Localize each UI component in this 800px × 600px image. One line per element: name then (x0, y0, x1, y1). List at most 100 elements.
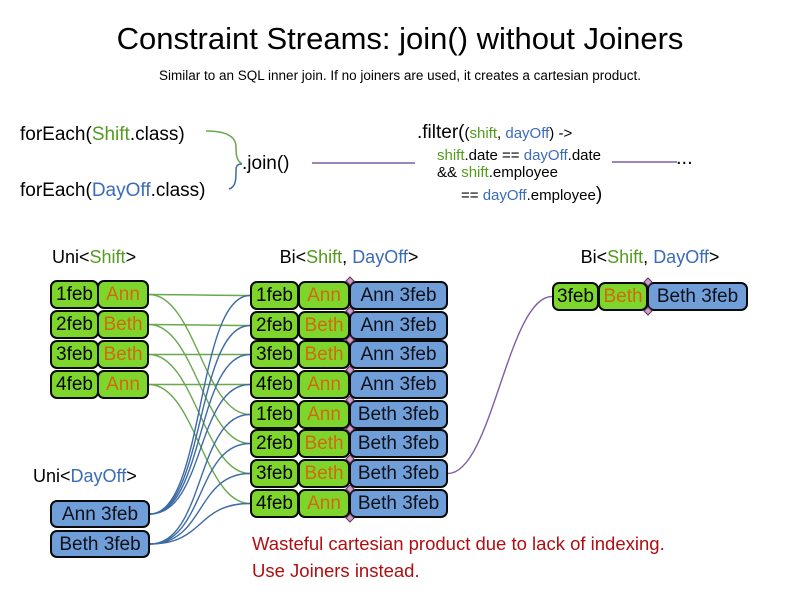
code-filter-line-2: shift.date == dayOff.date (437, 147, 601, 164)
code-segment: .employee (526, 187, 596, 204)
bi-date-cell: 3feb (250, 459, 299, 488)
bi-employee-cell-label: Ann (307, 374, 341, 395)
code-segment: , (342, 247, 353, 267)
bi-date-cell-label: 2feb (256, 433, 293, 454)
bi-dayoff-cell: Beth 3feb (349, 429, 448, 458)
dayoff-to-bi-connector (149, 324, 251, 515)
bi-dayoff-cell: Ann 3feb (349, 311, 448, 340)
code-segment: .date (567, 147, 602, 164)
bi-dayoff-cell: Beth 3feb (349, 400, 448, 429)
result-date-cell-label: 3feb (557, 286, 594, 307)
bi-employee-cell: Ann (298, 489, 350, 518)
uni-dayoff-cell: Ann 3feb (50, 500, 150, 528)
code-segment: && (437, 164, 462, 181)
bi-employee-cell-label: Ann (307, 285, 341, 306)
bi-employee-cell-label: Beth (304, 463, 344, 484)
code-segment: Shift (89, 247, 126, 267)
code-filter-line-4: == dayOff.employee) (461, 184, 602, 206)
dayoff-to-bi-connector (149, 502, 251, 545)
code-foreach-shift: forEach(Shift.class) (20, 124, 185, 146)
code-segment: Bi< (580, 247, 608, 267)
uni-shift-date-cell-label: 4feb (56, 374, 93, 395)
bi-date-cell: 3feb (250, 340, 299, 369)
bi-date-cell-label: 3feb (256, 344, 293, 365)
code-segment: .employee (488, 164, 558, 181)
bi-employee-cell: Ann (298, 370, 350, 399)
bi-dayoff-cell: Ann 3feb (349, 340, 448, 369)
result-bi-header: Bi<Shift, DayOff> (552, 247, 748, 268)
dayoff-to-bi-connector (149, 442, 251, 545)
bi-dayoff-cell-label: Ann 3feb (360, 344, 437, 365)
uni-shift-header: Uni<Shift> (52, 247, 136, 268)
code-segment: > (407, 247, 419, 267)
code-segment: Shift (607, 247, 644, 267)
code-segment: DayOff (70, 466, 127, 486)
bi-dayoff-cell: Beth 3feb (349, 489, 448, 518)
uni-shift-date-cell-label: 1feb (56, 284, 93, 305)
uni-shift-employee-cell: Ann (97, 280, 149, 309)
dayoff-to-bi-connector (149, 294, 251, 515)
uni-shift-date-cell: 1feb (50, 280, 99, 309)
uni-shift-employee-cell-label: Ann (106, 374, 140, 395)
page-subtitle: Similar to an SQL inner join. If no join… (159, 68, 641, 83)
code-segment: forEach( (20, 124, 92, 145)
code-filter-line-1: .filter((shift, dayOff) -> (417, 122, 572, 144)
code-foreach-dayoff: forEach(DayOff.class) (20, 180, 206, 202)
code-join-label: .join() (242, 153, 290, 174)
bi-date-cell: 2feb (250, 429, 299, 458)
code-segment: DayOff (653, 247, 709, 267)
foreach-dayoff-brace (228, 163, 243, 190)
bi-employee-cell-label: Beth (304, 433, 344, 454)
bi-date-cell: 2feb (250, 311, 299, 340)
dayoff-to-bi-connector (149, 383, 251, 515)
warning-line-1: Wasteful cartesian product due to lack o… (252, 533, 665, 554)
dayoff-to-bi-connector (149, 353, 251, 515)
page-title: Constraint Streams: join() without Joine… (116, 21, 684, 56)
code-segment: .class) (150, 180, 206, 201)
code-segment: Shift (91, 124, 130, 145)
bi-date-cell-label: 1feb (256, 404, 293, 425)
bi-date-cell-label: 1feb (256, 285, 293, 306)
uni-shift-date-cell: 4feb (50, 370, 99, 399)
code-segment: > (126, 466, 137, 486)
code-segment: DayOff (91, 180, 151, 201)
foreach-shift-brace (205, 130, 243, 165)
bi-dayoff-cell: Beth 3feb (349, 459, 448, 488)
uni-dayoff-header: Uni<DayOff> (33, 466, 137, 487)
bi-date-cell: 1feb (250, 281, 299, 310)
bi-dayoff-cell-label: Beth 3feb (357, 404, 440, 425)
bi-dayoff-cell: Ann 3feb (349, 281, 448, 310)
uni-dayoff-cell-label: Beth 3feb (59, 533, 141, 555)
bi-date-cell: 4feb (250, 489, 299, 518)
code-segment: .class) (129, 124, 185, 145)
bi-dayoff-cell-label: Beth 3feb (357, 433, 440, 454)
code-filter-line-3: && shift.employee (437, 164, 558, 181)
uni-shift-date-cell-label: 2feb (56, 314, 93, 335)
code-segment: == (461, 187, 483, 204)
code-segment: dayOff (482, 187, 527, 204)
code-segment: .date == (464, 147, 524, 164)
uni-shift-date-cell-label: 3feb (56, 344, 93, 365)
code-segment: .filter( (417, 122, 465, 143)
bi-date-cell: 4feb (250, 370, 299, 399)
uni-shift-employee-cell: Beth (97, 310, 149, 339)
result-dayoff-cell-label: Beth 3feb (656, 286, 739, 307)
bi-employee-cell: Beth (298, 311, 350, 340)
code-ellipsis: ... (676, 147, 693, 169)
code-segment: Uni< (52, 247, 90, 267)
code-segment: ) -> (549, 125, 573, 142)
bi-dayoff-cell-label: Beth 3feb (357, 463, 440, 484)
dayoff-to-bi-connector (149, 472, 251, 545)
code-segment: ) (595, 184, 603, 205)
uni-dayoff-cell-label: Ann 3feb (61, 503, 139, 525)
uni-shift-employee-cell: Beth (97, 340, 149, 369)
bi-date-cell-label: 4feb (256, 493, 293, 514)
code-segment: dayOff (505, 125, 550, 142)
bi-dayoff-cell-label: Ann 3feb (360, 315, 437, 336)
bi-employee-cell: Beth (298, 459, 350, 488)
code-segment: DayOff (352, 247, 408, 267)
uni-dayoff-cell: Beth 3feb (50, 530, 150, 558)
code-segment: > (708, 247, 720, 267)
shift-to-bi-connector (148, 293, 251, 416)
